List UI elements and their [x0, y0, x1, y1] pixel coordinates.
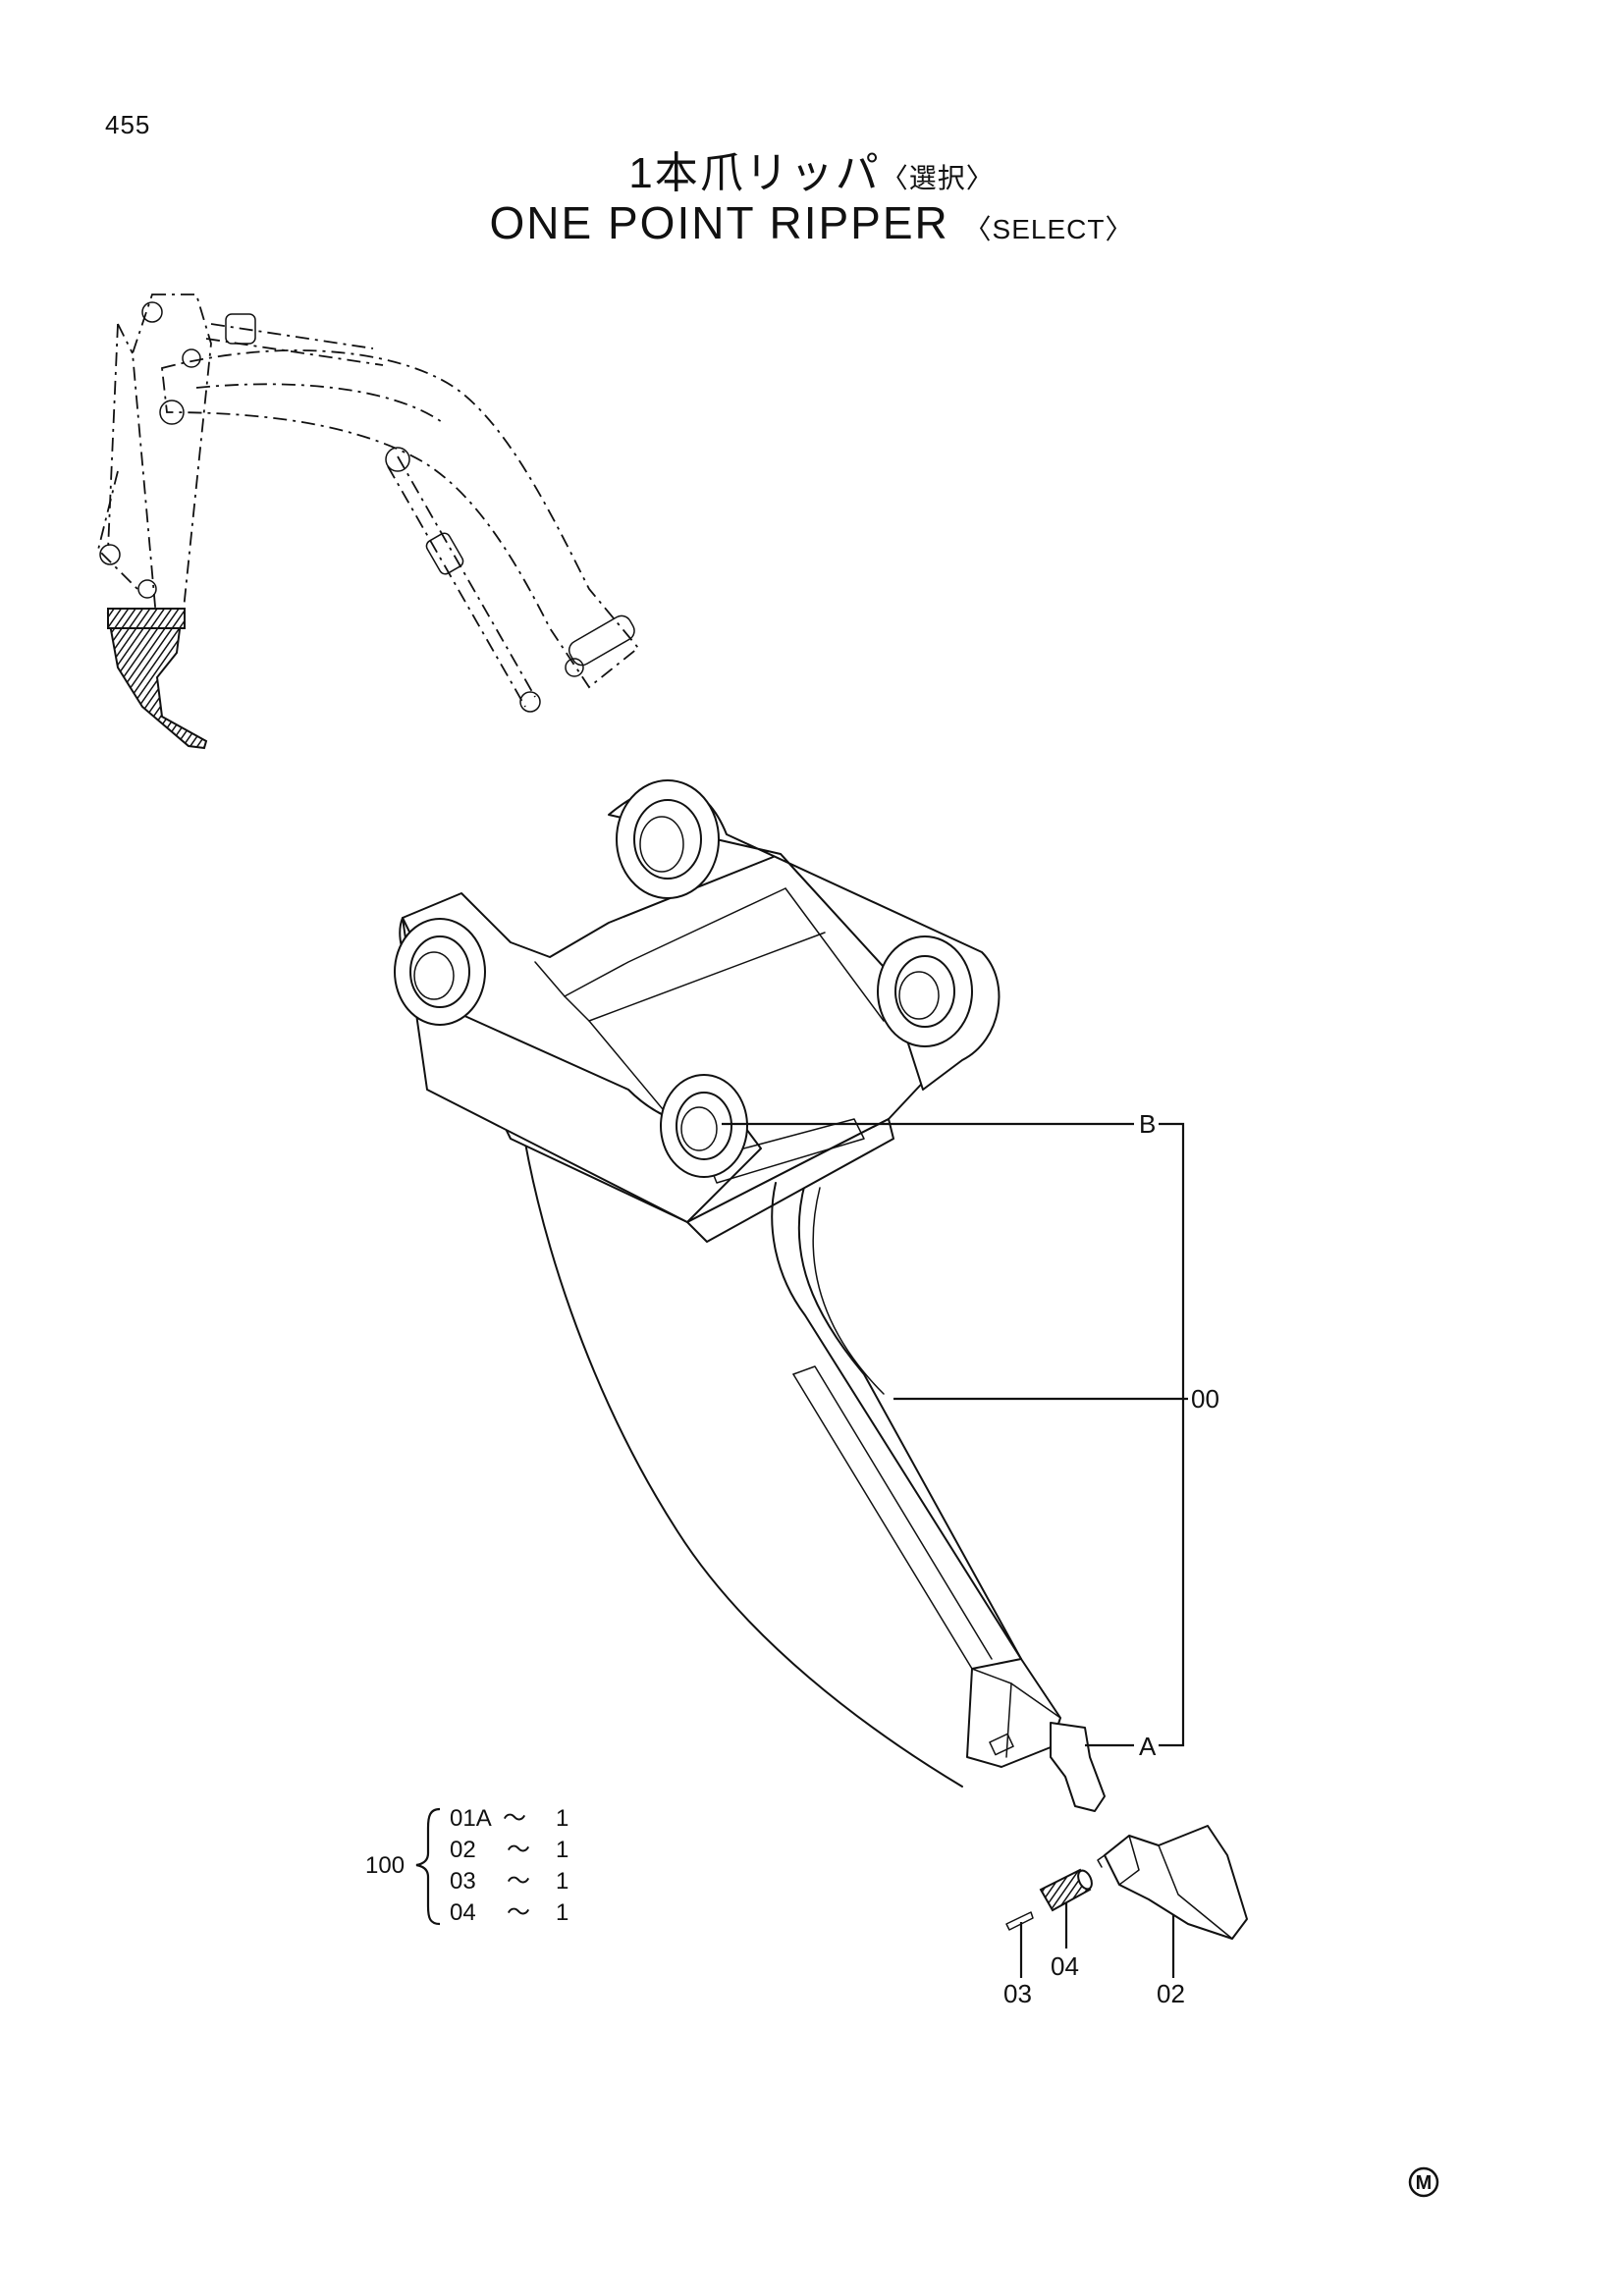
kit-item-sep: 〜: [507, 1837, 530, 1863]
callout-tooth: 02: [1157, 1979, 1185, 2008]
callout-assembly: 00: [1191, 1384, 1219, 1414]
callout-b: B: [1139, 1109, 1156, 1139]
footer-mark-circle: [1408, 2166, 1439, 2198]
callout-a: A: [1139, 1732, 1157, 1761]
ripper-shank-assembly: [394, 779, 1106, 1812]
pin-03-shape: [1005, 1911, 1034, 1931]
kit-item-part: 04: [450, 1899, 476, 1926]
pin-boss-upper-left: [394, 918, 486, 1026]
title-japanese-sub: 〈選択〉: [880, 163, 995, 193]
page-number: 455: [105, 110, 151, 139]
kit-list: 100 01A 〜 1 02 〜 1 03 〜 1 04 〜 1: [365, 1805, 568, 1926]
title-english: ONE POINT RIPPER 〈SELECT〉: [0, 196, 1623, 249]
title-japanese: 1本爪リッパ〈選択〉: [0, 137, 1623, 200]
kit-item-qty: 1: [556, 1899, 568, 1926]
footer-mark: M: [1408, 2166, 1439, 2198]
kit-number: 100: [365, 1852, 405, 1879]
footer-mark-letter: M: [1416, 2172, 1433, 2194]
kit-item-sep: 〜: [507, 1868, 530, 1895]
pin-boss-front: [660, 1074, 748, 1178]
pin-04-shape: [1039, 1868, 1093, 1912]
kit-item-part: 01A: [450, 1805, 492, 1832]
excavator-arm-overview: [97, 294, 640, 750]
kit-item: 01A 〜 1: [450, 1805, 568, 1832]
kit-item: 02 〜 1: [450, 1837, 568, 1863]
kit-item-qty: 1: [556, 1805, 568, 1832]
kit-item-qty: 1: [556, 1837, 568, 1863]
kit-item: 03 〜 1: [450, 1868, 568, 1895]
kit-item-sep: 〜: [503, 1805, 526, 1832]
pin-boss-upper-right: [616, 779, 720, 899]
kit-item-sep: 〜: [507, 1899, 530, 1926]
loose-parts: [1005, 1825, 1248, 1940]
kit-item-qty: 1: [556, 1868, 568, 1895]
title-english-main: ONE POINT RIPPER: [489, 197, 949, 248]
callout-pin-large: 04: [1051, 1951, 1079, 1981]
pin-boss-right: [877, 935, 973, 1047]
callout-pin-small: 03: [1003, 1979, 1032, 2008]
leader-lines: [415, 1122, 1188, 1978]
title-english-sub: 〈SELECT〉: [963, 214, 1134, 244]
kit-item: 04 〜 1: [450, 1899, 568, 1926]
kit-item-part: 03: [450, 1868, 476, 1895]
title-japanese-main: 1本爪リッパ: [628, 149, 881, 197]
kit-item-part: 02: [450, 1837, 476, 1863]
tooth-02-shape: [1097, 1825, 1248, 1940]
